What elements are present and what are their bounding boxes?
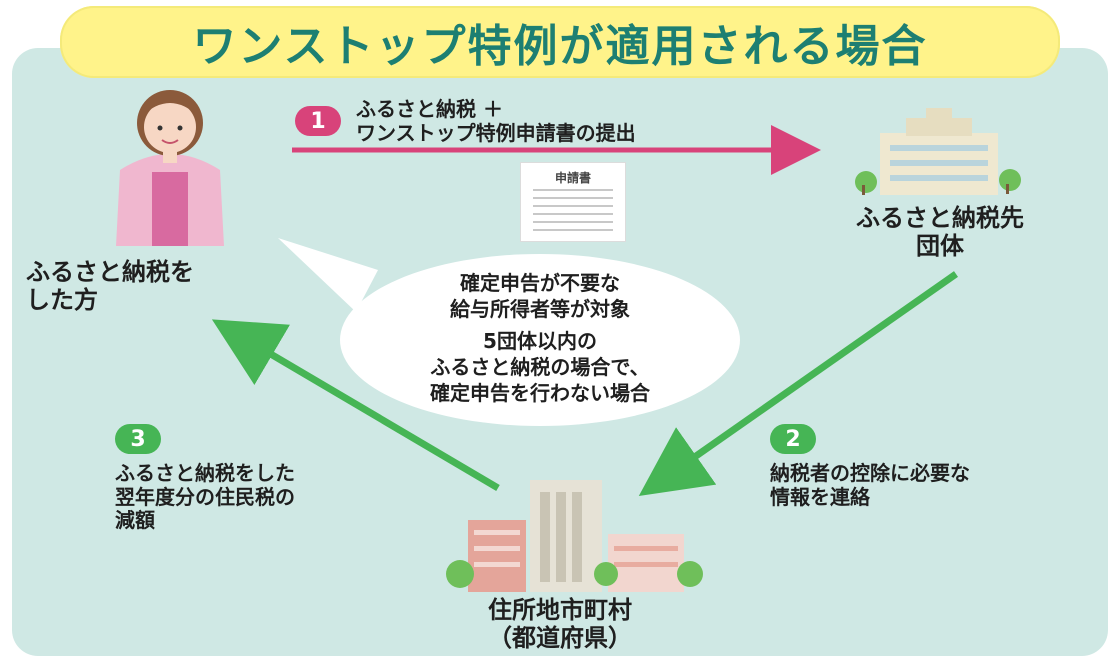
page-title: ワンストップ特例が適用される場合 xyxy=(192,21,928,72)
form-lines xyxy=(533,189,613,237)
city-office-label: 住所地市町村 （都道府県） xyxy=(488,596,632,653)
application-form-title: 申請書 xyxy=(554,171,591,185)
step1-text: ふるさと納税 ＋ ワンストップ特例申請書の提出 xyxy=(356,97,636,145)
arrow-step3 xyxy=(211,319,500,492)
bubble-text: 確定申告が不要な 給与所得者等が対象 5団体以内の ふるさと納税の場合で、 確定… xyxy=(430,271,650,405)
step1-badge: 1 xyxy=(295,106,341,136)
step2-text: 納税者の控除に必要な 情報を連絡 xyxy=(770,461,970,509)
step3-text: ふるさと納税をした 翌年度分の住民税の 減額 xyxy=(115,461,295,533)
step3-badge: 3 xyxy=(115,424,161,454)
city-office-illustration xyxy=(446,480,703,592)
arrow-step2 xyxy=(638,271,959,497)
application-form-illustration: 申請書 xyxy=(520,162,626,242)
title-banner: ワンストップ特例が適用される場合 xyxy=(60,6,1060,78)
person-illustration xyxy=(116,90,224,246)
step2-badge: 2 xyxy=(770,424,816,454)
speech-bubble xyxy=(340,254,740,426)
hometown-tax-office-illustration xyxy=(855,108,1021,195)
bubble-tail xyxy=(278,238,378,312)
hometown-tax-office-label: ふるさと納税先 団体 xyxy=(856,204,1024,261)
person-label: ふるさと納税を した方 xyxy=(26,258,194,315)
